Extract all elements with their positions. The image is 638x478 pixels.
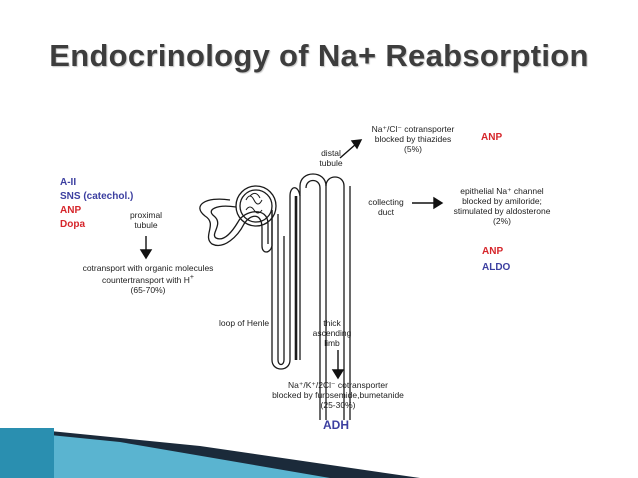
proximal-tubule-path: [199, 198, 273, 253]
descending-limb-path: [271, 210, 291, 370]
hormone-anp-collecting: ANP: [482, 246, 504, 257]
loop-transporter-text: Na⁺/K⁺/2Cl⁻ cotransporter blocked by fur…: [272, 380, 404, 410]
hormone-aldo: ALDO: [482, 262, 511, 273]
collecting-duct-path: [325, 176, 345, 420]
distal-transporter-text: Na⁺/Cl⁻ cotransporter blocked by thiazid…: [371, 124, 455, 154]
loop-of-henle-label: loop of Henle: [219, 318, 270, 328]
hormone-a2: A-II: [60, 177, 77, 188]
proximal-transport-text: cotransport with organic molecules count…: [82, 263, 214, 295]
arrow-distal: [339, 143, 357, 159]
footer-decoration: [0, 428, 420, 478]
hormone-sns: SNS (catechol.): [60, 191, 134, 202]
hormone-anp-distal: ANP: [481, 132, 503, 143]
hormone-dopa: Dopa: [60, 219, 85, 230]
slide-title: Endocrinology of Na+ Reabsorption: [49, 38, 589, 73]
glomerulus-capsule: [235, 185, 277, 227]
hormone-adh: ADH: [323, 418, 349, 432]
collecting-channel-text: epithelial Na⁺ channel blocked by amilor…: [453, 186, 551, 226]
hormone-anp-left: ANP: [60, 205, 82, 216]
